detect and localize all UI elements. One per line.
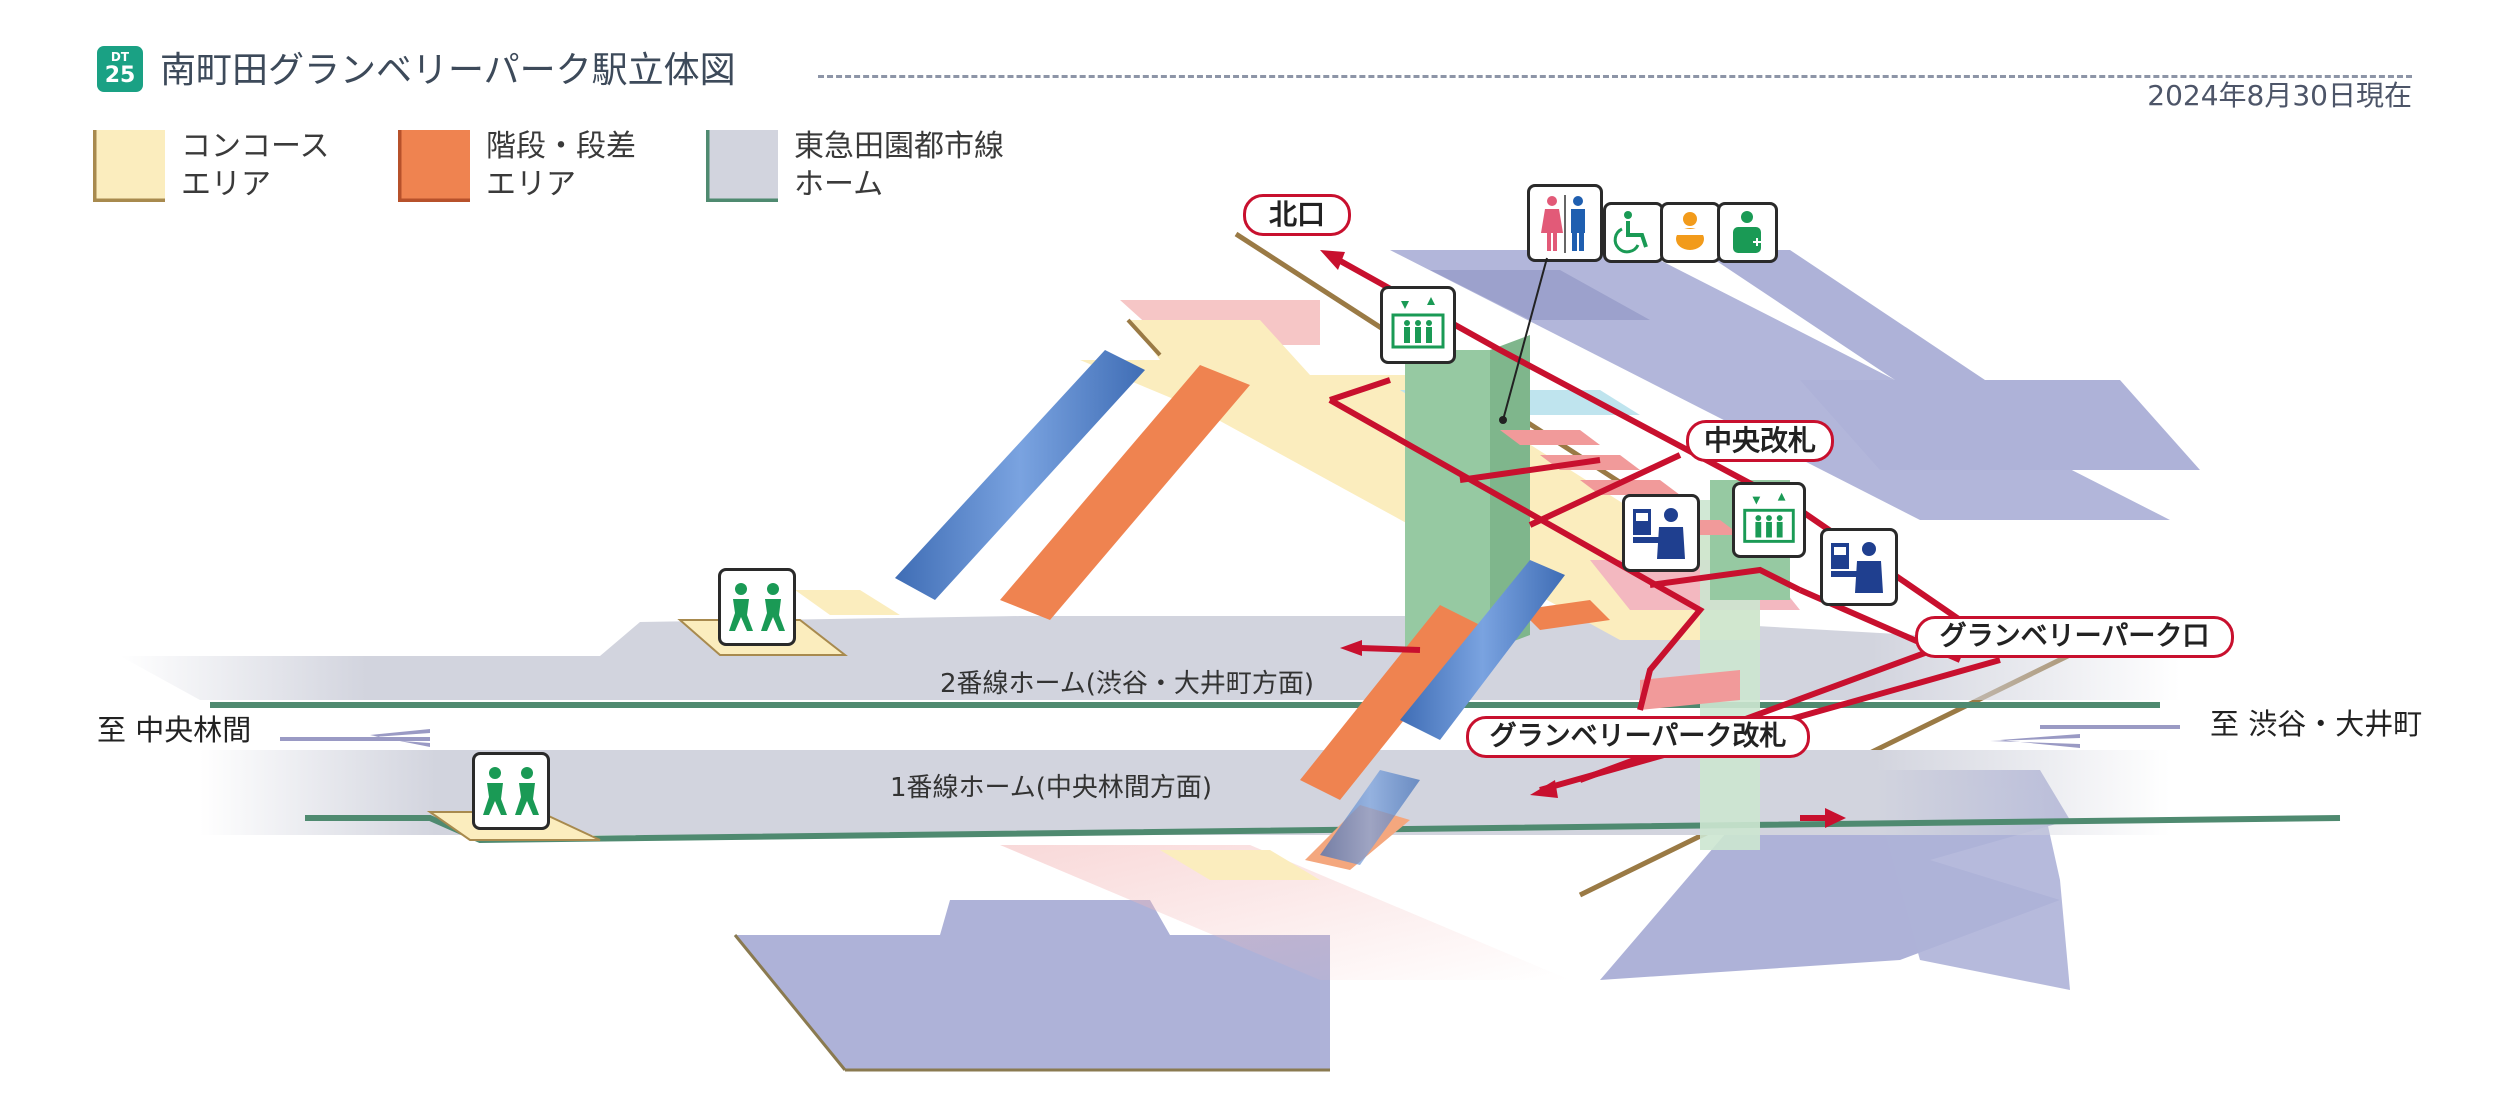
stairs-swatch (398, 130, 470, 202)
direction-left-label: 至 中央林間 (97, 713, 252, 747)
platform-2-label: 2番線ホーム(渋谷・大井町方面) (940, 669, 1315, 699)
surrounding-buildings (733, 250, 2200, 1072)
facility-pointer (1499, 257, 1548, 424)
first-aid-icon (1717, 202, 1778, 263)
central-gate-label: 中央改札 (1686, 420, 1834, 462)
direction-arrows (280, 725, 2180, 748)
direction-right-label: 至 渋谷・大井町 (2210, 707, 2423, 741)
as-of-date: 2024年8月30日現在 (2147, 79, 2412, 112)
platform-1-label: 1番線ホーム(中央林間方面) (890, 773, 1213, 803)
granberry-exit-label: グランベリーパーク口 (1915, 616, 2234, 658)
route-arrowheads (1320, 250, 1846, 828)
boarding-position-icon (718, 568, 796, 646)
granberry-gate-label: グランベリーパーク改札 (1466, 716, 1810, 758)
legend-label: コンコース エリア (181, 129, 330, 202)
legend-label: 階段・段差 エリア (486, 129, 636, 202)
title-divider (818, 75, 2412, 78)
ticket-office-icon (1820, 528, 1898, 606)
restroom-icon (1527, 184, 1603, 262)
accessible-icon (1603, 202, 1664, 263)
station-number: 25 (104, 63, 136, 88)
ticket-office-icon (1622, 494, 1700, 572)
elevator-icon (1380, 286, 1456, 364)
elevator-shafts (1405, 335, 1790, 850)
concourse-swatch (93, 130, 165, 202)
platform-swatch (706, 130, 778, 202)
line-code: DT (110, 50, 130, 64)
station-number-badge: DT 25 (97, 46, 143, 92)
escalators (895, 350, 1565, 865)
page-title: 南町田グランベリーパーク駅立体図 (160, 50, 736, 91)
north-exit-label: 北口 (1243, 194, 1351, 236)
baby-care-icon (1660, 202, 1721, 263)
boarding-position-icon (472, 752, 550, 830)
elevator-icon (1732, 482, 1806, 558)
legend-label: 東急田園都市線 ホーム (794, 129, 1004, 202)
